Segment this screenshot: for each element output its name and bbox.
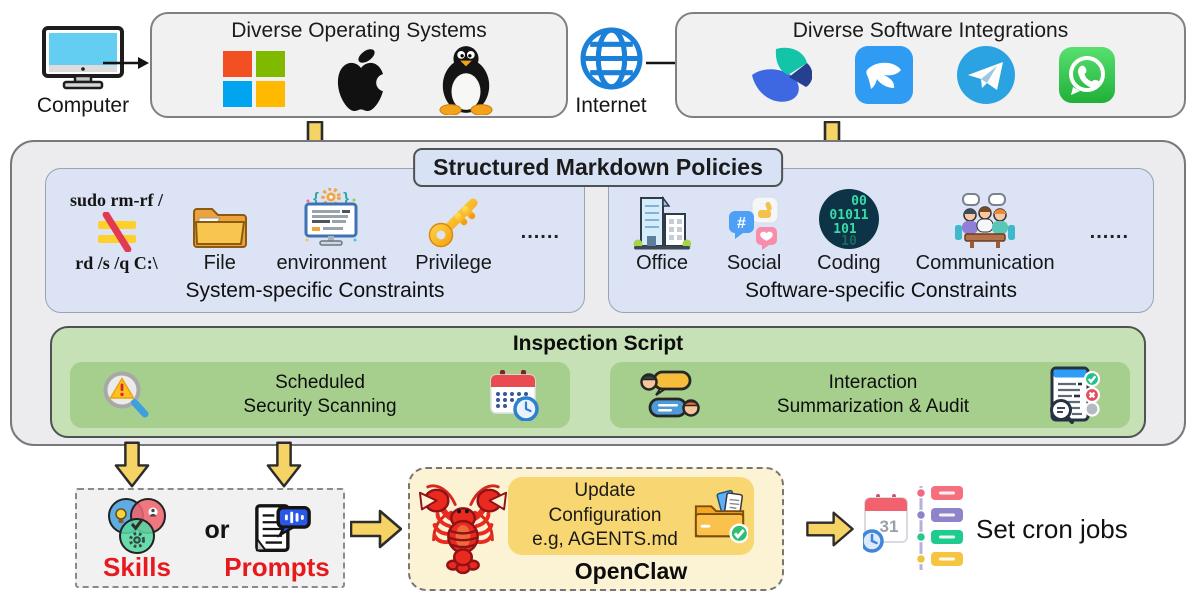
system-constraints-box: sudo rm-rf / rd /s /q C:\ File { } <box>45 168 585 313</box>
windows-logo-icon <box>223 51 285 107</box>
file-item: File <box>192 204 248 274</box>
coding-binary-icon: 00 01011 101 10 <box>818 189 879 249</box>
interaction-audit-text: Interaction Summarization & Audit <box>777 371 969 419</box>
office-label: Office <box>636 252 688 274</box>
arrow-computer-to-os-icon <box>103 57 149 69</box>
interaction-audit-box: Interaction Summarization & Audit <box>610 362 1130 428</box>
down-arrow-skills-icon <box>114 441 150 488</box>
policies-title: Structured Markdown Policies <box>413 148 783 187</box>
communication-label: Communication <box>915 252 1055 274</box>
integrations-box: Diverse Software Integrations <box>675 12 1186 118</box>
privilege-label: Privilege <box>415 252 492 274</box>
prompts-label: Prompts <box>224 552 330 582</box>
skills-prompts-box: or Skills Prompts <box>75 488 345 588</box>
social-item: # Social <box>726 196 782 274</box>
software-constraints-row: Office # Social 00 01011 101 10 <box>609 169 1153 274</box>
dingtalk-logo-icon <box>855 45 913 104</box>
file-label: File <box>203 252 236 274</box>
apple-logo-icon <box>337 49 392 112</box>
openclaw-box: Update Configuration e.g, AGENTS.md Open… <box>408 467 784 591</box>
os-box-title: Diverse Operating Systems <box>231 19 487 42</box>
internet-label: Internet <box>575 94 647 117</box>
os-icon-row <box>152 43 566 125</box>
down-arrow-prompts-icon <box>266 441 302 488</box>
audit-checklist-icon <box>1049 366 1100 424</box>
update-config-box: Update Configuration e.g, AGENTS.md <box>508 477 754 555</box>
security-scan-magnifier-icon <box>103 371 149 418</box>
forbidden-command-bottom: rd /s /q C:\ <box>75 253 158 273</box>
cron-label: Set cron jobs <box>976 514 1128 544</box>
whatsapp-logo-icon <box>1059 46 1115 103</box>
scheduled-scanning-box: Scheduled Security Scanning <box>70 362 570 428</box>
social-label: Social <box>726 252 782 274</box>
environment-item: { } environment <box>276 188 387 274</box>
scheduled-scanning-text: Scheduled Security Scanning <box>243 371 396 419</box>
update-config-text: Update Configuration e.g, AGENTS.md <box>518 479 692 553</box>
interaction-line2: Summarization & Audit <box>776 396 970 417</box>
binary-row2: 01011 <box>829 208 868 223</box>
telegram-logo-icon <box>957 45 1015 104</box>
calendar-clock-icon <box>490 370 539 421</box>
os-box: Diverse Operating Systems <box>150 12 568 118</box>
env-brace-left: { <box>314 190 320 207</box>
or-label: or <box>204 516 230 544</box>
system-constraints-row: sudo rm-rf / rd /s /q C:\ File { } <box>46 169 584 274</box>
prompts-doc-icon <box>255 504 311 552</box>
scheduled-line2: Security Scanning <box>243 396 397 417</box>
environment-monitor-icon: { } <box>304 188 358 246</box>
binary-row3: 101 <box>833 222 857 237</box>
scheduled-line1: Scheduled <box>275 372 365 394</box>
folder-icon <box>192 208 247 248</box>
social-bubbles-icon: # <box>729 196 779 250</box>
update-config-line2: e.g, AGENTS.md <box>532 529 678 551</box>
forbidden-commands: sudo rm-rf / rd /s /q C:\ <box>70 190 163 274</box>
binary-row4: 10 <box>841 234 857 249</box>
system-constraints-caption: System-specific Constraints <box>185 279 445 302</box>
skills-venn-icon <box>108 498 166 554</box>
coding-label: Coding <box>817 252 881 274</box>
computer-label: Computer <box>36 94 130 117</box>
inspection-script-box: Inspection Script Scheduled Security Sca… <box>50 326 1146 438</box>
integrations-box-title: Diverse Software Integrations <box>792 19 1069 42</box>
internet-globe-icon <box>580 27 643 90</box>
integrations-icon-row <box>677 43 1184 116</box>
communication-item: Communication <box>916 192 1055 274</box>
social-hash-glyph: # <box>737 215 746 232</box>
env-brace-right: } <box>344 190 350 207</box>
software-constraints-caption: Software-specific Constraints <box>745 279 1017 302</box>
cron-schedule-icon: 31 <box>863 486 963 570</box>
coding-item: 00 01011 101 10 Coding <box>817 188 881 274</box>
lobster-icon <box>418 484 508 575</box>
computer-icon <box>42 26 124 90</box>
chat-people-icon <box>640 370 700 418</box>
key-icon <box>428 198 478 248</box>
inspection-title: Inspection Script <box>512 332 684 355</box>
right-arrow-to-cron-icon <box>806 511 854 547</box>
forbidden-command-top: sudo rm-rf / <box>70 190 163 210</box>
interaction-line1: Interaction <box>828 372 918 394</box>
software-constraints-box: Office # Social 00 01011 101 10 <box>608 168 1154 313</box>
office-building-icon <box>633 195 691 250</box>
communication-meeting-icon <box>955 193 1016 248</box>
cron-day-glyph: 31 <box>880 517 899 536</box>
system-ellipsis: ...... <box>520 221 560 243</box>
openclaw-label: OpenClaw <box>574 558 688 584</box>
binary-row1: 00 <box>851 194 867 209</box>
linux-tux-icon <box>439 46 493 115</box>
lark-logo-icon <box>752 47 812 102</box>
not-equal-icon <box>97 212 136 252</box>
privilege-item: Privilege <box>415 194 492 274</box>
right-arrow-to-openclaw-icon <box>350 509 402 549</box>
office-item: Office <box>633 194 691 274</box>
skills-label: Skills <box>103 552 171 582</box>
update-config-line1: Update Configuration <box>548 479 662 526</box>
config-folder-check-icon <box>694 489 748 544</box>
environment-label: environment <box>276 252 387 274</box>
software-ellipsis: ...... <box>1089 221 1129 243</box>
